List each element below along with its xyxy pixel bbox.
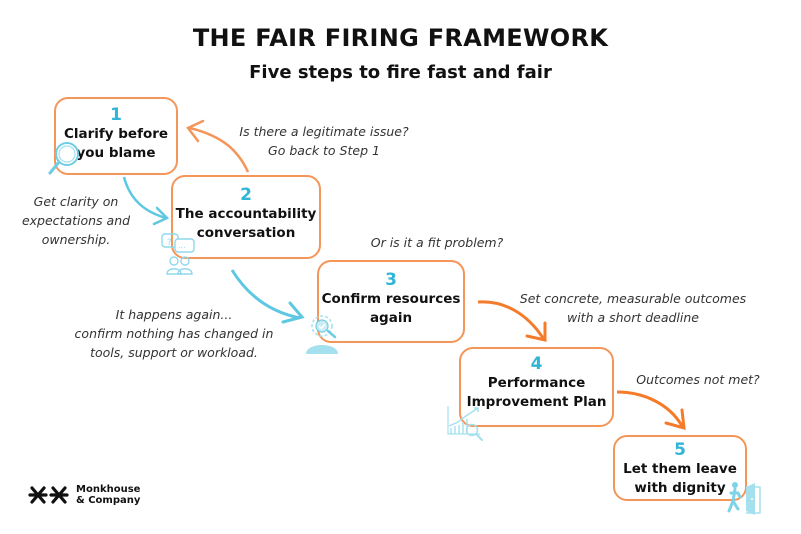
- note-line: It happens again...: [115, 307, 233, 322]
- note-line: Go back to Step 1: [268, 143, 380, 158]
- note-step1-to-step2: Get clarity on expectations and ownershi…: [6, 192, 146, 249]
- logo-line-1: Monkhouse: [76, 484, 141, 495]
- arrow-back-to-step1: [189, 126, 250, 173]
- note-step2-to-step3: It happens again... confirm nothing has …: [62, 305, 286, 362]
- note-line: Or is it a fit problem?: [370, 235, 504, 250]
- arrow-step2-to-step3-head: [281, 301, 305, 324]
- note-line: confirm nothing has changed in: [74, 326, 274, 341]
- step-label-line: Performance: [487, 375, 586, 391]
- step-label-line: Let them leave: [623, 461, 737, 477]
- note-fit-problem: Or is it a fit problem?: [362, 233, 512, 252]
- page-title: THE FAIR FIRING FRAMEWORK: [192, 24, 609, 52]
- step-number: 3: [385, 270, 397, 290]
- step-label-line: The accountability: [175, 206, 317, 222]
- step-label-line: Confirm resources: [321, 291, 461, 307]
- step-number: 4: [530, 354, 543, 374]
- svg-text:...: ...: [178, 241, 186, 250]
- step-number: 2: [240, 185, 252, 205]
- arrow-step3-to-step4: [477, 300, 545, 339]
- arrow-step2-to-step3: [230, 269, 301, 320]
- note-line: Set concrete, measurable outcomes: [519, 291, 747, 306]
- magnifier-icon: [48, 142, 79, 175]
- chart-magnifier-icon: [447, 406, 483, 441]
- arrow-step1-to-step2-head: [152, 206, 170, 226]
- step-label-line: again: [369, 310, 413, 326]
- arrow-step3-to-step4-head: [525, 321, 547, 342]
- note-line: expectations and: [21, 213, 131, 228]
- step-number: 5: [674, 440, 686, 460]
- note-line: Outcomes not met?: [636, 372, 760, 387]
- step-label-line: Clarify before: [63, 126, 169, 142]
- arrow-step1-to-step2: [122, 176, 167, 220]
- step-label-line: you blame: [76, 145, 156, 161]
- step-2-box: 2 The accountability conversation: [171, 175, 321, 259]
- note-line: with a short deadline: [566, 310, 699, 325]
- person-search-gear-icon: [306, 315, 338, 354]
- step-label-line: conversation: [196, 225, 296, 241]
- conversation-people-icon: ? ...: [161, 233, 195, 275]
- note-back-to-step1: Is there a legitimate issue? Go back to …: [222, 122, 426, 160]
- note-line: ownership.: [41, 232, 111, 247]
- step-5-box: 5 Let them leave with dignity: [613, 435, 747, 501]
- note-line: Is there a legitimate issue?: [239, 124, 409, 139]
- arrow-step4-to-step5: [616, 390, 684, 427]
- step-4-box: 4 Performance Improvement Plan: [459, 347, 614, 427]
- note-line: Get clarity on: [33, 194, 119, 209]
- note-step3-to-step4: Set concrete, measurable outcomes with a…: [508, 289, 758, 327]
- svg-text:?: ?: [167, 238, 172, 248]
- arrow-back-to-step1-head: [186, 119, 205, 143]
- company-logo: Monkhouse & Company: [28, 484, 140, 506]
- step-label-line: with dignity: [634, 480, 726, 496]
- asterisk-logo-icon: [28, 486, 69, 504]
- arrow-step4-to-step5-head: [664, 408, 686, 431]
- step-label-line: Improvement Plan: [466, 394, 607, 410]
- step-3-box: 3 Confirm resources again: [317, 260, 465, 343]
- step-number: 1: [110, 105, 122, 125]
- person-exit-door-icon: [727, 482, 761, 515]
- page-subtitle: Five steps to fire fast and fair: [249, 62, 552, 83]
- note-step4-to-step5: Outcomes not met?: [630, 370, 766, 389]
- note-line: tools, support or workload.: [90, 345, 258, 360]
- logo-line-2: & Company: [76, 495, 141, 506]
